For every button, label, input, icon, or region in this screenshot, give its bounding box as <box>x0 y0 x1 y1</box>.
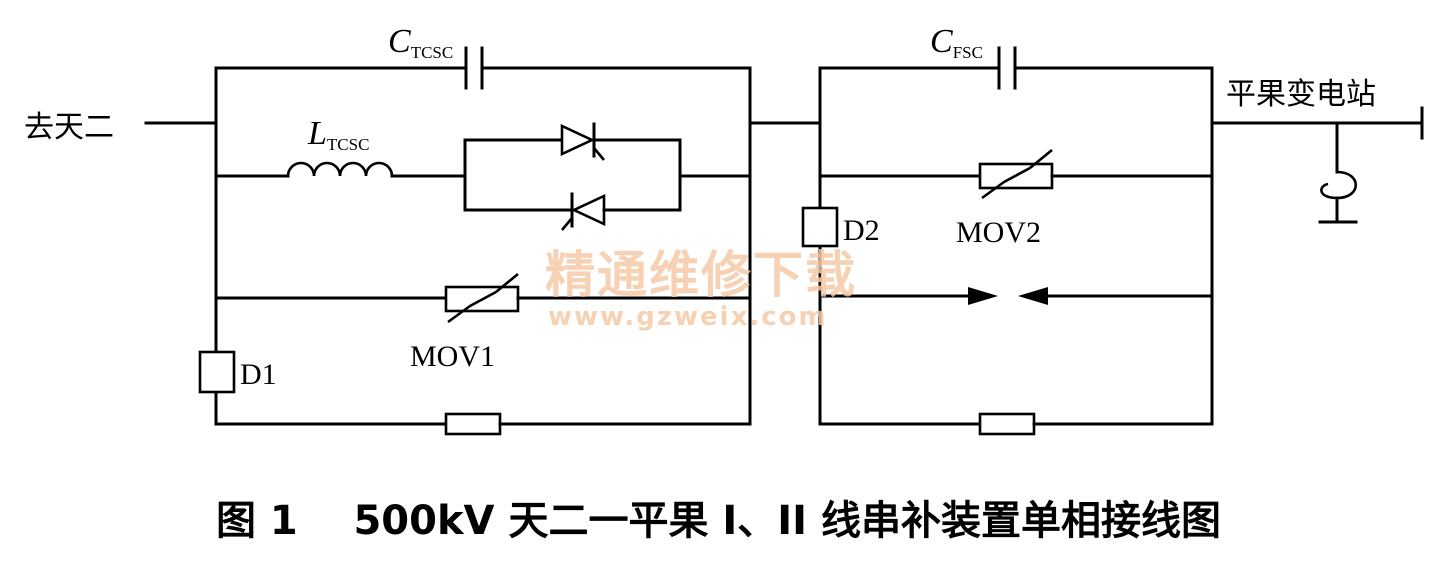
substation-bus <box>1210 106 1424 224</box>
mov2-label: MOV2 <box>956 216 1041 249</box>
d1-label: D1 <box>240 358 277 391</box>
watermark-url: www.gzweix.com <box>548 302 828 332</box>
d2-breaker <box>801 206 839 248</box>
tcsc-module: CTCSC LTCSC <box>198 23 752 436</box>
c-fsc-label: CFSC <box>930 23 983 62</box>
c-tcsc-label: CTCSC <box>388 23 453 62</box>
spark-gap <box>818 287 1214 305</box>
l-tcsc-label: LTCSC <box>307 115 369 154</box>
fsc-module: CFSC MOV2 D2 <box>801 23 1214 436</box>
mov2-varistor <box>818 148 1214 200</box>
watermark-title: 精通维修下载 <box>545 246 857 304</box>
figure-caption: 图 1 500kV 天二一平果 I、II 线串补装置单相接线图 <box>216 498 1221 544</box>
fsc-damping-resistor <box>818 412 1214 436</box>
tcsc-damping-resistor <box>214 412 752 436</box>
d1-breaker <box>198 350 236 394</box>
right-terminal-label: 平果变电站 <box>1226 77 1376 112</box>
l-tcsc-inductor <box>214 161 467 178</box>
d2-label: D2 <box>843 214 880 247</box>
mov1-varistor <box>214 272 752 324</box>
c-tcsc-capacitor <box>214 46 752 90</box>
thyristor-valve-pair <box>463 122 752 231</box>
c-fsc-capacitor <box>818 46 1214 90</box>
left-terminal-label: 去天二 <box>24 110 114 145</box>
mov1-label: MOV1 <box>410 340 495 373</box>
